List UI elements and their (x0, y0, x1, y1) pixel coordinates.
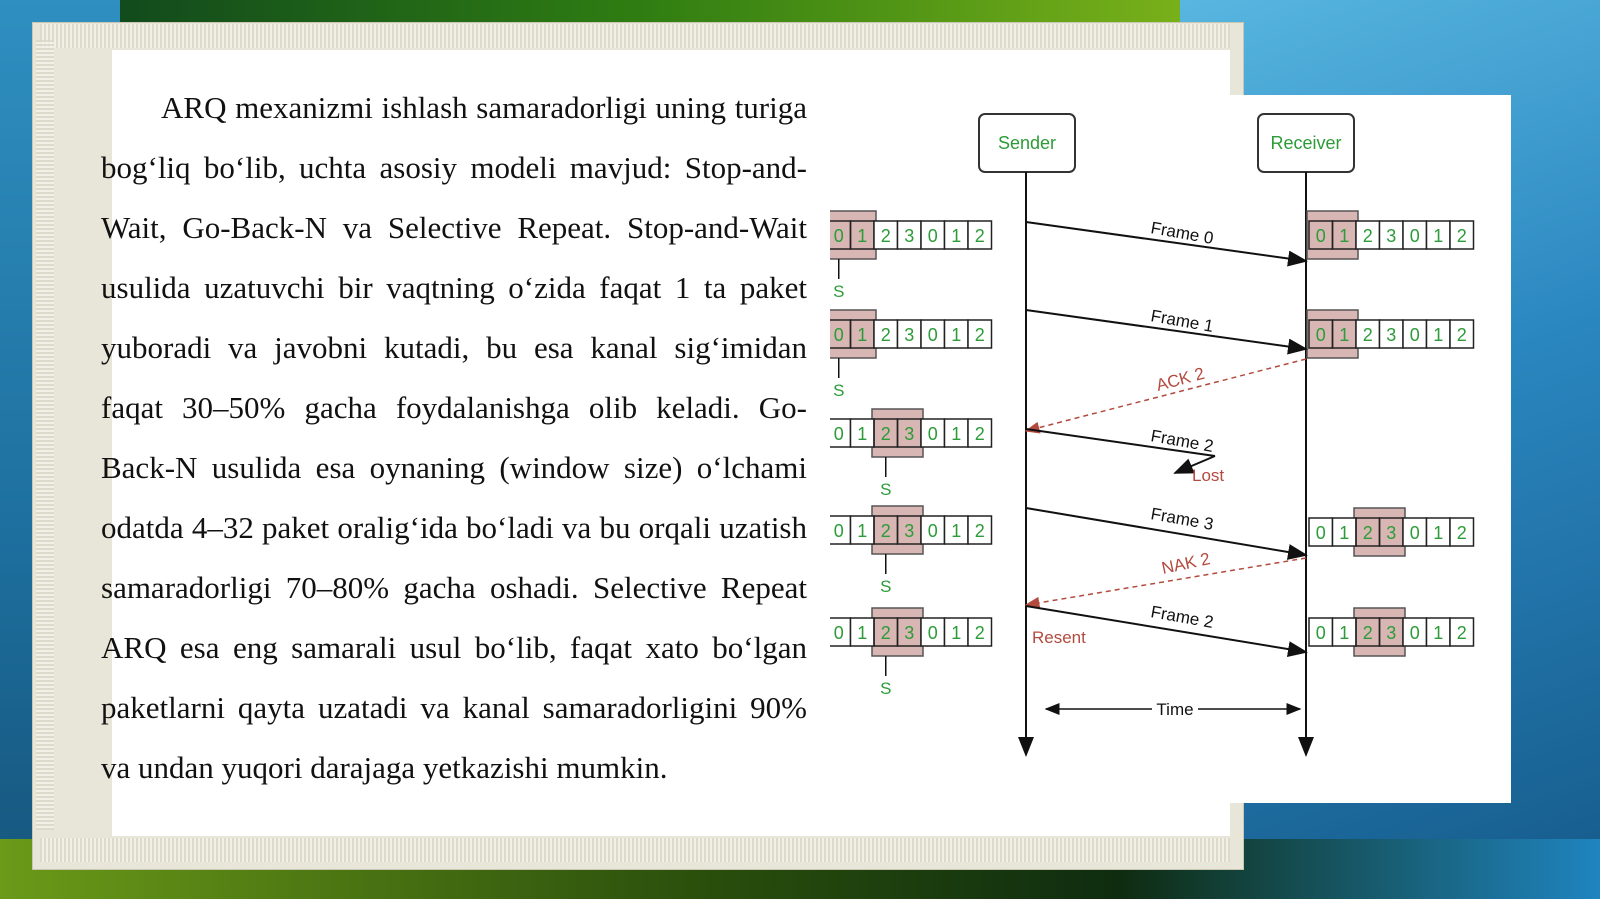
sender-window-pointer-label: S (880, 577, 891, 596)
sender-seq-number: 0 (928, 424, 938, 444)
receiver-seq-number: 1 (1433, 325, 1443, 345)
receiver-seq-number: 0 (1410, 325, 1420, 345)
sender-seq-number: 2 (881, 623, 891, 643)
receiver-seq-number: 0 (1316, 226, 1326, 246)
receiver-seq-number: 2 (1457, 325, 1467, 345)
receiver-seq-number: 1 (1339, 226, 1349, 246)
receiver-seq-number: 1 (1339, 523, 1349, 543)
lost-arrow (1173, 455, 1216, 474)
receiver-seq-number: 1 (1433, 523, 1443, 543)
frame-pattern-top (40, 24, 1230, 48)
sender-seq-number: 1 (857, 325, 867, 345)
sender-seq-number: 1 (951, 521, 961, 541)
receiver-seq-number: 2 (1457, 523, 1467, 543)
sender-label: Sender (998, 133, 1056, 153)
body-text: ARQ mexanizmi ishlash samaradorligi unin… (101, 78, 807, 798)
receiver-seq-number: 0 (1410, 623, 1420, 643)
sender-seq-number: 2 (975, 623, 985, 643)
message-arrow (1025, 605, 1308, 657)
sender-seq-number: 3 (904, 521, 914, 541)
receiver-seq-number: 0 (1316, 325, 1326, 345)
message-arrow (1025, 309, 1308, 355)
receiver-seq-number: 2 (1363, 523, 1373, 543)
sender-seq-number: 2 (881, 424, 891, 444)
message-label: ACK 2 (1154, 364, 1206, 395)
receiver-seq-number: 2 (1457, 623, 1467, 643)
sender-seq-number: 0 (928, 325, 938, 345)
sender-seq-number: 2 (881, 226, 891, 246)
sender-seq-number: 0 (834, 325, 844, 345)
sender-window-pointer-label: S (833, 282, 844, 301)
sender-seq-number: 1 (951, 325, 961, 345)
body-paragraph: ARQ mexanizmi ishlash samaradorligi unin… (101, 90, 807, 785)
message-arrow (1024, 358, 1307, 434)
message-label: NAK 2 (1160, 549, 1212, 578)
resent-label: Resent (1032, 628, 1086, 647)
receiver-seq-number: 1 (1433, 623, 1443, 643)
sender-seq-number: 3 (904, 226, 914, 246)
receiver-seq-number: 1 (1339, 325, 1349, 345)
message-arrow (1024, 557, 1307, 609)
time-label: Time (1156, 700, 1193, 719)
sender-seq-number: 1 (951, 623, 961, 643)
sender-seq-number: 1 (857, 521, 867, 541)
sender-window-pointer-label: S (880, 679, 891, 698)
receiver-seq-number: 2 (1363, 623, 1373, 643)
sender-seq-number: 2 (975, 424, 985, 444)
receiver-seq-number: 0 (1316, 523, 1326, 543)
sender-seq-cell (967, 319, 993, 349)
sender-seq-number: 3 (904, 623, 914, 643)
receiver-seq-number: 0 (1316, 623, 1326, 643)
sender-seq-number: 2 (975, 521, 985, 541)
sender-seq-number: 3 (904, 325, 914, 345)
sender-seq-number: 0 (834, 521, 844, 541)
sender-seq-number: 1 (951, 226, 961, 246)
receiver-seq-number: 3 (1386, 325, 1396, 345)
sender-seq-number: 0 (834, 226, 844, 246)
sender-seq-number: 2 (881, 325, 891, 345)
receiver-seq-cell (1449, 517, 1475, 547)
receiver-seq-number: 2 (1363, 325, 1373, 345)
message-arrow (1025, 221, 1308, 267)
receiver-seq-number: 3 (1386, 226, 1396, 246)
sender-seq-cell (967, 418, 993, 448)
receiver-seq-cell (1449, 319, 1475, 349)
receiver-seq-number: 2 (1363, 226, 1373, 246)
receiver-seq-cell (1449, 220, 1475, 250)
sender-seq-number: 2 (975, 226, 985, 246)
receiver-seq-number: 1 (1339, 623, 1349, 643)
lost-label: Lost (1192, 466, 1224, 485)
receiver-seq-cell (1449, 617, 1475, 647)
receiver-seq-number: 0 (1410, 226, 1420, 246)
receiver-label: Receiver (1270, 133, 1341, 153)
frame-pattern-left (36, 40, 54, 830)
sender-seq-number: 1 (857, 623, 867, 643)
receiver-seq-number: 3 (1386, 623, 1396, 643)
sender-seq-number: 1 (951, 424, 961, 444)
sender-seq-cell (967, 220, 993, 250)
sender-window-pointer-label: S (880, 480, 891, 499)
receiver-seq-number: 3 (1386, 523, 1396, 543)
sender-seq-number: 0 (928, 226, 938, 246)
message-arrow (1025, 428, 1216, 457)
frame-pattern-bottom (40, 838, 1230, 862)
sender-seq-number: 0 (834, 623, 844, 643)
receiver-seq-number: 1 (1433, 226, 1443, 246)
sender-seq-number: 0 (834, 424, 844, 444)
receiver-seq-number: 0 (1410, 523, 1420, 543)
receiver-seq-number: 2 (1457, 226, 1467, 246)
sender-seq-number: 3 (904, 424, 914, 444)
sender-seq-number: 0 (928, 623, 938, 643)
sender-window-pointer-label: S (833, 381, 844, 400)
sender-seq-number: 1 (857, 424, 867, 444)
sender-seq-number: 1 (857, 226, 867, 246)
sender-seq-number: 0 (928, 521, 938, 541)
sender-seq-cell (967, 617, 993, 647)
sender-seq-number: 2 (975, 325, 985, 345)
sender-seq-cell (967, 515, 993, 545)
sender-seq-number: 2 (881, 521, 891, 541)
message-arrow (1025, 507, 1308, 560)
